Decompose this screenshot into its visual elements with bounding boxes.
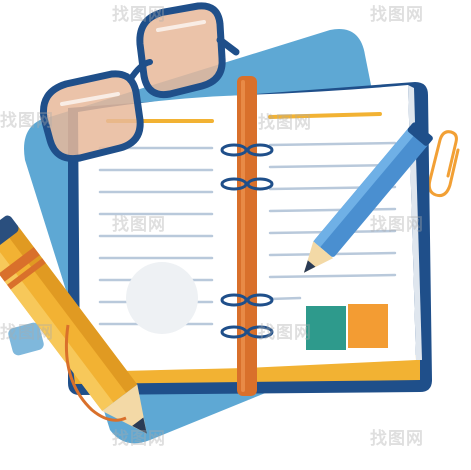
pencil-icon bbox=[0, 215, 147, 434]
glasses-icon bbox=[39, 2, 240, 163]
accent-line-right bbox=[268, 112, 382, 119]
glasses-temple bbox=[216, 36, 240, 56]
glasses-right-lens bbox=[136, 2, 226, 99]
bookmark-strap bbox=[64, 324, 127, 422]
glasses-left-lens bbox=[39, 70, 144, 163]
sticky-note-teal bbox=[306, 306, 346, 350]
paperclip-icon bbox=[427, 130, 460, 197]
sticky-note-orange bbox=[348, 304, 388, 348]
notebook-spine bbox=[237, 76, 257, 396]
spine-highlight bbox=[241, 80, 245, 392]
eraser-icon bbox=[8, 322, 44, 356]
blue-pencil-icon bbox=[303, 122, 433, 273]
binder-rings bbox=[220, 143, 274, 339]
glasses-bridge bbox=[127, 59, 153, 83]
page-highlight bbox=[126, 262, 198, 334]
